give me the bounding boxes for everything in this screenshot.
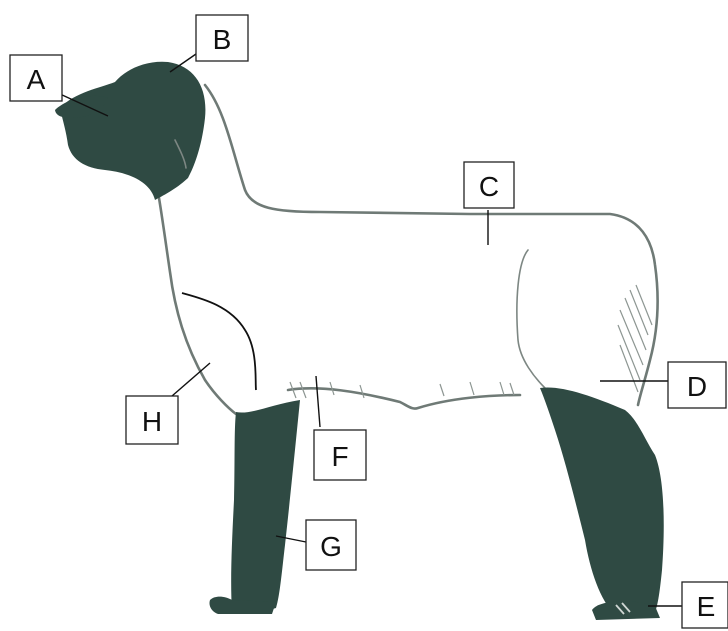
label-g: G [306, 520, 356, 570]
label-g-text: G [320, 531, 342, 562]
lamb-body-outline [205, 85, 658, 405]
label-a: A [10, 55, 62, 101]
lamb-head [60, 62, 205, 200]
label-f: F [314, 430, 366, 480]
label-f-text: F [331, 441, 348, 472]
label-e-text: E [697, 591, 716, 622]
rear-leg [540, 387, 664, 615]
front-leg [231, 400, 300, 612]
label-a-text: A [27, 64, 46, 95]
shoulder-elbow-line [182, 293, 256, 390]
label-h-text: H [142, 406, 162, 437]
lamb-flank-line [517, 250, 545, 388]
lamb-belly-outline [288, 388, 520, 408]
label-c-text: C [479, 171, 499, 202]
label-h: H [126, 396, 178, 444]
lamb-chest-outline [158, 192, 236, 414]
label-e: E [682, 582, 728, 628]
leader-f [316, 376, 320, 427]
label-d-text: D [687, 371, 707, 402]
label-d: D [668, 362, 726, 408]
label-b-text: B [213, 24, 232, 55]
label-c: C [464, 162, 514, 208]
label-b: B [196, 15, 248, 61]
